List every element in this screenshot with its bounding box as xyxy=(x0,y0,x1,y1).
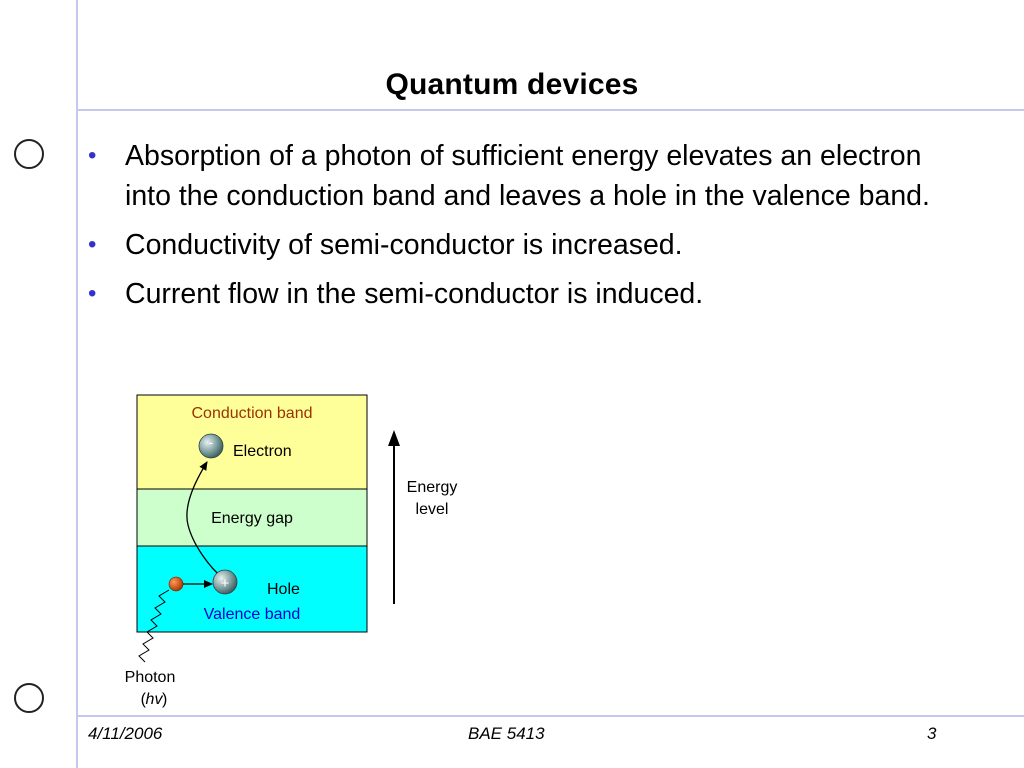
electron-icon xyxy=(198,433,224,459)
bullet-item: • Conductivity of semi-conductor is incr… xyxy=(88,225,938,265)
photon-label: Photon xyxy=(125,669,176,686)
bullet-list: • Absorption of a photon of sufficient e… xyxy=(88,136,938,323)
footer-page-number: 3 xyxy=(927,724,937,743)
bullet-text: Current flow in the semi-conductor is in… xyxy=(125,278,704,310)
photon-wave-icon xyxy=(138,589,170,663)
slide-title: Quantum devices xyxy=(385,68,639,101)
valence-band-label: Valence band xyxy=(204,606,301,623)
energy-gap-region xyxy=(136,488,368,547)
photon-symbol-close-paren: ) xyxy=(162,691,167,708)
bullet-dot: • xyxy=(88,231,97,258)
bullet-text: Conductivity of semi-conductor is increa… xyxy=(125,229,683,261)
conduction-band-region xyxy=(136,394,368,490)
photon-particle-icon xyxy=(168,576,184,592)
footer-divider-line xyxy=(76,715,1024,717)
binder-hole-bottom xyxy=(14,683,44,713)
electron-symbol: - xyxy=(209,434,214,450)
hole-symbol: + xyxy=(221,575,230,592)
energy-gap-label: Energy gap xyxy=(211,510,293,527)
bullet-dot: • xyxy=(88,280,97,307)
bullet-item: • Absorption of a photon of sufficient e… xyxy=(88,136,938,216)
conduction-band-label: Conduction band xyxy=(192,405,313,422)
hole-label: Hole xyxy=(267,581,300,598)
energy-level-label-line1: Energy xyxy=(407,479,458,496)
photon-symbol: hv xyxy=(146,691,164,708)
energy-level-arrowhead xyxy=(388,430,400,446)
electron-label: Electron xyxy=(233,443,292,460)
binder-hole-top xyxy=(14,139,44,169)
excitation-path-arrow xyxy=(186,461,224,579)
margin-vertical-line xyxy=(76,0,78,768)
footer-course: BAE 5413 xyxy=(468,724,545,743)
title-divider-line xyxy=(76,109,1024,111)
hole-icon xyxy=(212,569,238,595)
bullet-item: • Current flow in the semi-conductor is … xyxy=(88,274,938,314)
footer-date: 4/11/2006 xyxy=(88,724,163,743)
energy-level-label-line2: level xyxy=(416,501,449,518)
photon-symbol-open-paren: ( xyxy=(141,691,147,708)
bullet-text: Absorption of a photon of sufficient ene… xyxy=(125,140,930,212)
bullet-dot: • xyxy=(88,142,97,169)
